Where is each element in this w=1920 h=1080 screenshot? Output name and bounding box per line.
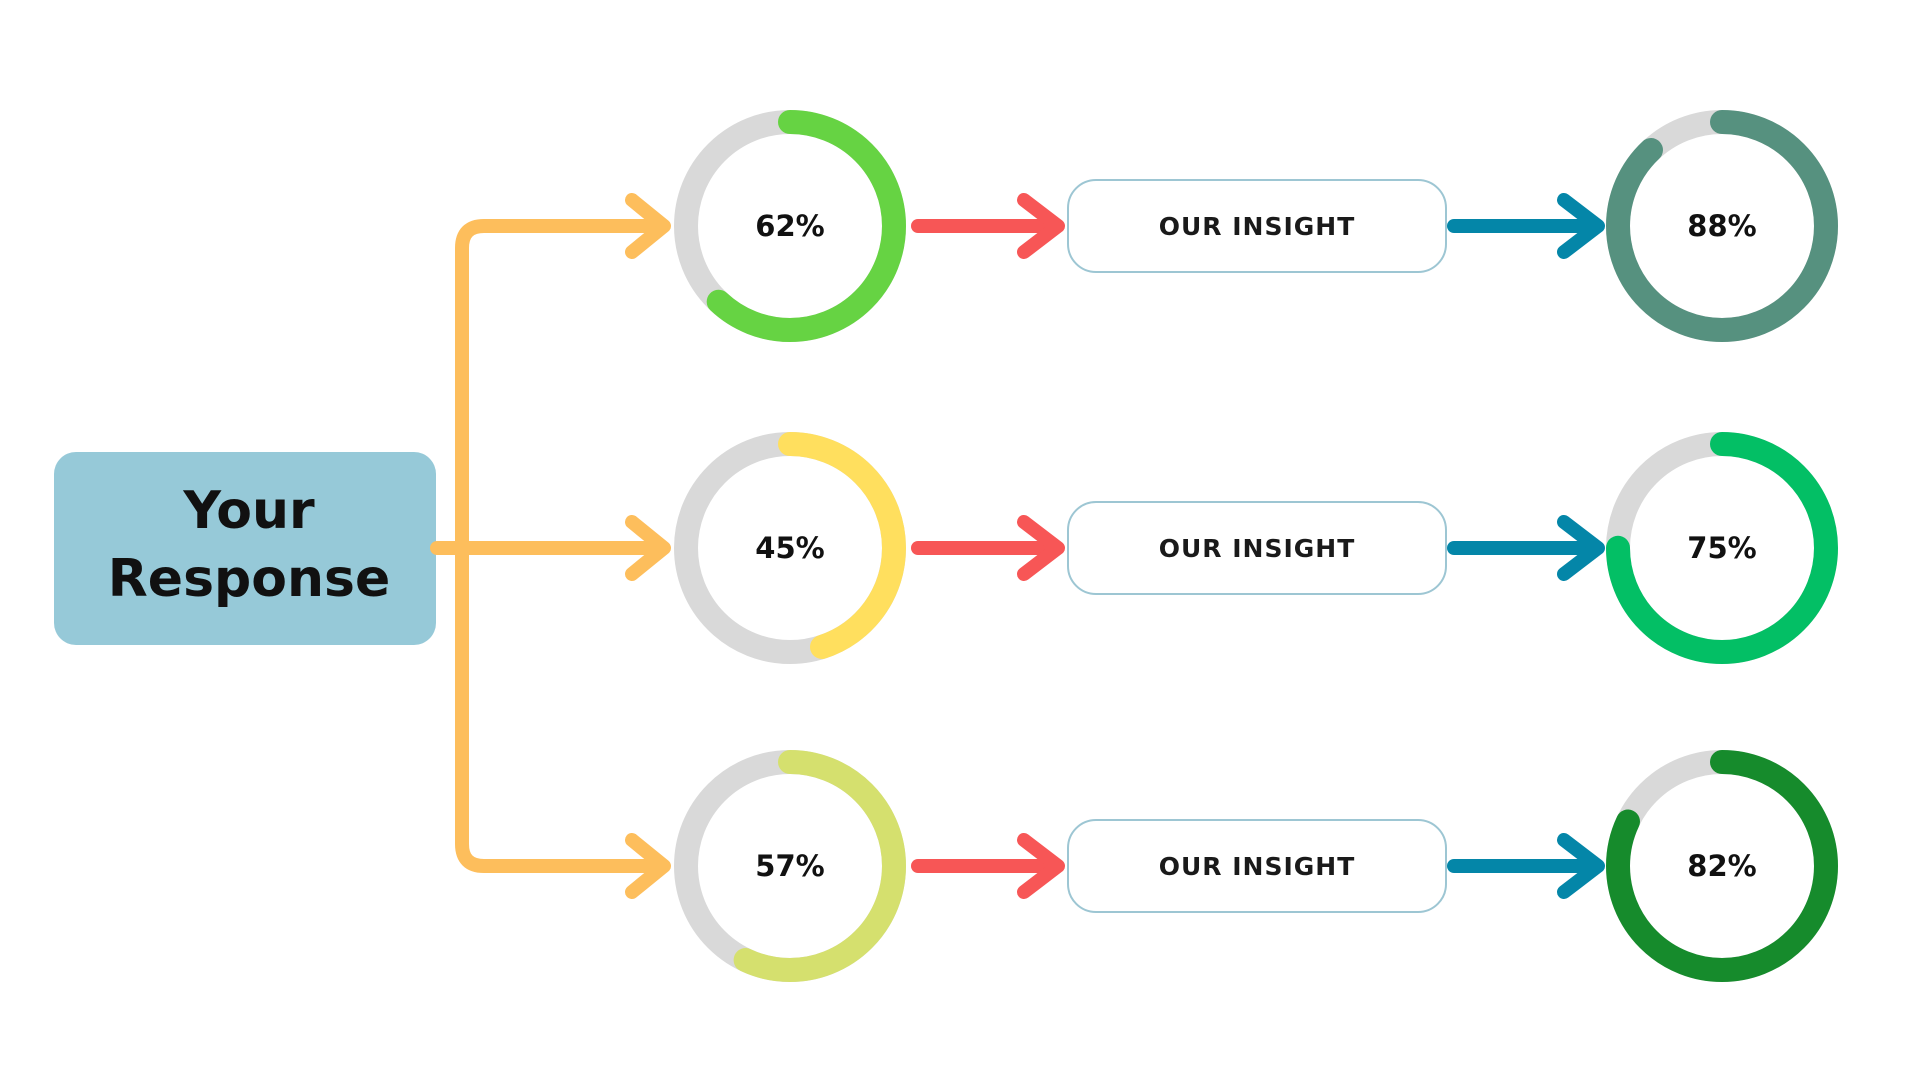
insight-arrow bbox=[911, 193, 1065, 259]
insight-box bbox=[1067, 179, 1447, 273]
left-percent-label: 45% bbox=[755, 531, 824, 565]
insight-label: OUR INSIGHT bbox=[1159, 212, 1356, 241]
insight-box bbox=[1067, 501, 1447, 595]
insight-arrow bbox=[911, 515, 1065, 581]
right-percent-label: 82% bbox=[1687, 849, 1756, 883]
flow-row: 45% OUR INSIGHT 75% bbox=[674, 432, 1838, 664]
insight-label: OUR INSIGHT bbox=[1159, 852, 1356, 881]
right-progress-ring: 82% bbox=[1606, 750, 1838, 982]
flow-row: 62% OUR INSIGHT 88% bbox=[674, 110, 1838, 342]
branch-arrowhead-bottom bbox=[625, 833, 671, 899]
result-arrow bbox=[1447, 515, 1605, 581]
left-percent-label: 62% bbox=[755, 209, 824, 243]
ring-progress bbox=[1606, 110, 1838, 342]
ring-progress bbox=[1606, 432, 1838, 664]
insight-arrow bbox=[911, 833, 1065, 899]
left-progress-ring: 45% bbox=[674, 432, 906, 664]
flow-row: 57% OUR INSIGHT 82% bbox=[674, 750, 1838, 982]
source-box bbox=[54, 452, 436, 645]
branch-arrowhead-middle bbox=[625, 515, 671, 581]
right-percent-label: 88% bbox=[1687, 209, 1756, 243]
branch-arrowhead-top bbox=[625, 193, 671, 259]
right-progress-ring: 88% bbox=[1606, 110, 1838, 342]
right-progress-ring: 75% bbox=[1606, 432, 1838, 664]
ring-progress bbox=[674, 110, 906, 342]
ring-progress bbox=[674, 432, 906, 664]
left-percent-label: 57% bbox=[755, 849, 824, 883]
ring-progress bbox=[1606, 750, 1838, 982]
result-arrow bbox=[1447, 833, 1605, 899]
right-percent-label: 75% bbox=[1687, 531, 1756, 565]
left-progress-ring: 62% bbox=[674, 110, 906, 342]
insight-box bbox=[1067, 819, 1447, 913]
source-label-line1: Your bbox=[182, 481, 315, 541]
branch-connector bbox=[430, 193, 671, 899]
left-progress-ring: 57% bbox=[674, 750, 906, 982]
result-arrow bbox=[1447, 193, 1605, 259]
ring-progress bbox=[674, 750, 906, 982]
source-label-line2: Response bbox=[108, 549, 390, 609]
insight-label: OUR INSIGHT bbox=[1159, 534, 1356, 563]
